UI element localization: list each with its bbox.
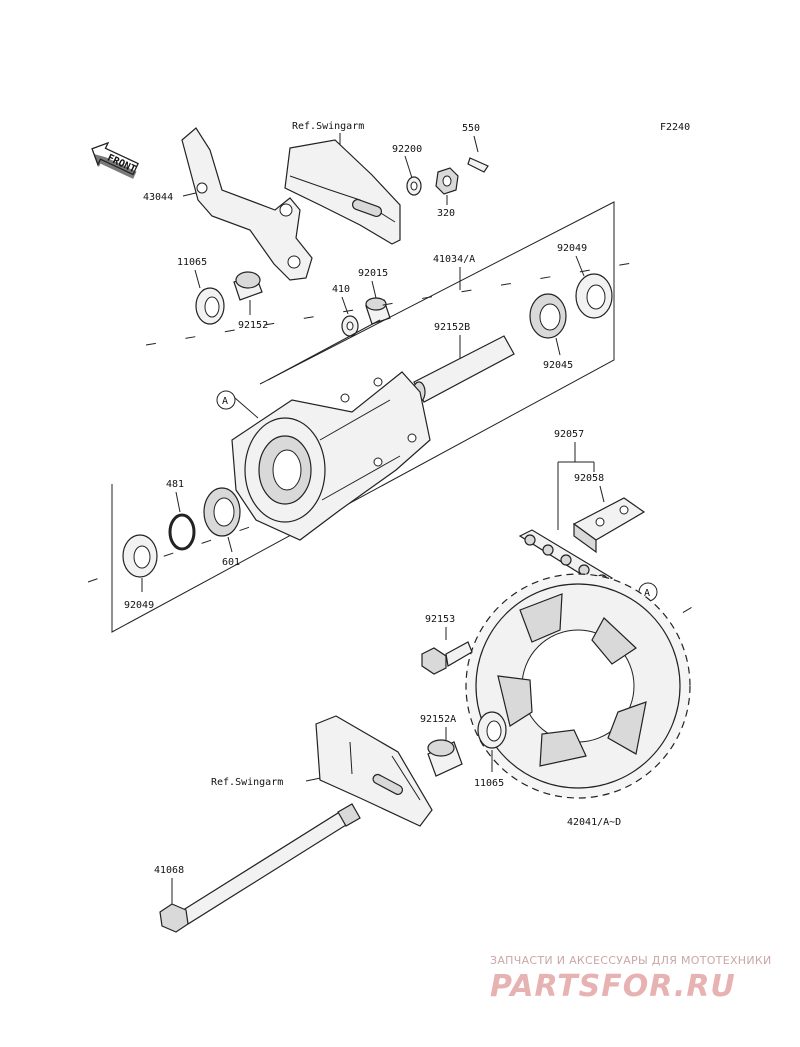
chain-92057-part: [518, 529, 614, 587]
label-92057: 92057: [554, 429, 584, 440]
label-92200: 92200: [392, 144, 422, 155]
watermark: ЗАПЧАСТИ И АКСЕССУАРЫ ДЛЯ МОТОТЕХНИКИ PA…: [490, 954, 772, 1004]
ref-swingarm-label-top: Ref.Swingarm: [292, 121, 364, 132]
seal-11065-top-part: [195, 287, 225, 325]
callout-a-bottom-letter: A: [644, 588, 650, 599]
hub-assembly-frame: [111, 201, 615, 633]
circlip-481-part: [168, 513, 196, 551]
label-41034: 41034/A: [433, 254, 475, 265]
swingarm-top-part: [284, 139, 401, 245]
seal-92049-top-part: [575, 273, 613, 319]
ref-swingarm-label-bottom: Ref.Swingarm: [211, 777, 283, 788]
label-550: 550: [462, 123, 480, 134]
torque-arm-part: [181, 127, 313, 281]
label-43044: 43044: [143, 192, 173, 203]
collar-92152-part: [233, 271, 263, 301]
axle-41068-part: [159, 803, 361, 933]
bearing-601-part: [203, 487, 241, 537]
label-92152a: 92152A: [420, 714, 456, 725]
label-11065-bottom: 11065: [474, 778, 504, 789]
label-481: 481: [166, 479, 184, 490]
tube-92152b-part: [412, 335, 515, 403]
label-320: 320: [437, 208, 455, 219]
nut-320-part: [435, 167, 459, 195]
collar-92152a-part: [427, 739, 463, 777]
label-92152b: 92152B: [434, 322, 470, 333]
master-link-92058-part: [572, 497, 646, 554]
bolt-92153-part: [421, 641, 473, 675]
label-42041: 42041/A~D: [567, 817, 621, 828]
callout-a-top-letter: A: [222, 396, 228, 407]
swingarm-bottom-part: [315, 715, 433, 827]
diagram-code: F2240: [660, 122, 690, 133]
label-11065-top: 11065: [177, 257, 207, 268]
seal-11065-bottom-part: [477, 711, 507, 749]
label-92058: 92058: [574, 473, 604, 484]
label-92152: 92152: [238, 320, 268, 331]
label-92015: 92015: [358, 268, 388, 279]
front-arrow-icon: FRONT: [91, 141, 139, 179]
bearing-92045-part: [529, 293, 567, 339]
wheel-hub-part: [231, 371, 431, 541]
label-92049-bottom: 92049: [124, 600, 154, 611]
spacer-92015-part: [365, 297, 391, 325]
callout-a-top: A: [216, 390, 259, 419]
washer-92200-part: [406, 176, 422, 196]
watermark-brand: PARTSFOR.RU: [490, 969, 736, 1004]
label-41068: 41068: [154, 865, 184, 876]
label-92045: 92045: [543, 360, 573, 371]
label-92049-top: 92049: [557, 243, 587, 254]
label-601: 601: [222, 557, 240, 568]
rear-sprocket-part: [465, 573, 691, 799]
seal-92049-bottom-part: [122, 534, 158, 578]
label-92153: 92153: [425, 614, 455, 625]
label-410: 410: [332, 284, 350, 295]
watermark-tagline: ЗАПЧАСТИ И АКСЕССУАРЫ ДЛЯ МОТОТЕХНИКИ: [490, 954, 772, 967]
cotter-pin-part: [467, 157, 489, 173]
